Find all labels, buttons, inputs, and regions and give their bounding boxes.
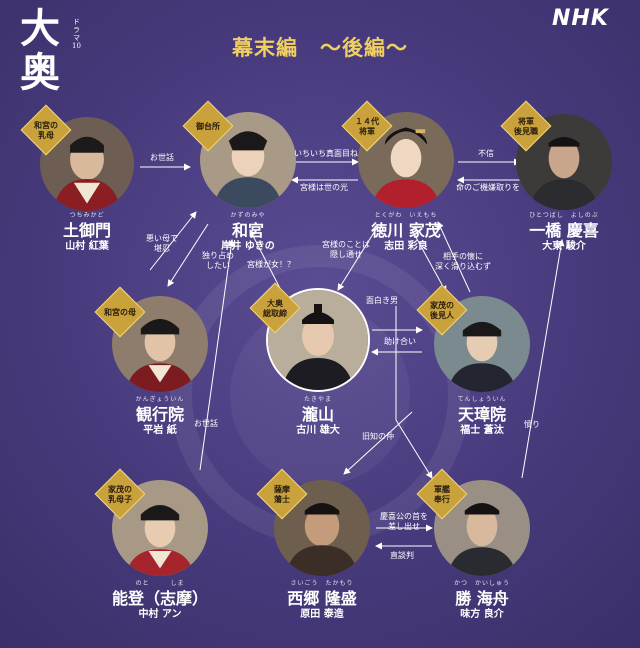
line-iemochi-takiyama — [337, 225, 379, 291]
rel-osewa-top: お世話 — [150, 153, 174, 162]
line-noto-kazunomiya — [199, 239, 235, 471]
ruby-tsuchimikado: つちみかど — [69, 212, 105, 219]
name-noto: 能登（志摩） — [111, 589, 208, 608]
badge-katsu-line2: 奉行 — [434, 494, 450, 504]
portrait-kangyoin — [112, 296, 208, 392]
badge-takiyama-line1: 大奥 — [267, 298, 283, 308]
badge-iemochi-line2: 将軍 — [359, 126, 375, 136]
actor-tenshoin: 福士 蒼汰 — [460, 425, 504, 436]
name-tsuchimikado: 土御門 — [62, 221, 111, 240]
badge-kazunomiya: 御台所 — [196, 121, 220, 131]
badge-saigo-line1: 薩摩 — [274, 484, 290, 494]
badge-tsuchimikado-line1: 和宮の — [34, 120, 58, 130]
rel-miyasama-onna: 宮様が女！？ — [247, 260, 295, 269]
badge-takiyama-line2: 総取締 — [263, 308, 287, 318]
ruby-saigo: さいごう たかもり — [290, 580, 354, 587]
actor-yoshinobu: 大東 駿介 — [542, 241, 586, 252]
badge-saigo-line2: 藩士 — [274, 494, 290, 504]
badge-iemochi-line1: １４代 — [355, 116, 379, 126]
line-katsu-yoshinobu — [521, 239, 565, 479]
name-kangyoin: 観行院 — [135, 405, 184, 424]
rel-aite-line1: 相手の懐に — [443, 252, 483, 261]
logo-dai: 大 — [20, 5, 60, 52]
badge-tenshoin-line1: 家茂の — [430, 300, 454, 310]
ruby-iemochi: とくがわ いえもち — [374, 212, 438, 219]
rel-warui-haha-line1: 悪い母で — [146, 234, 178, 243]
rel-aite-line2: 深く滑り込むず — [435, 262, 491, 271]
rel-kakushi-line2: 隠し通せ — [330, 250, 362, 259]
badge-yoshinobu-line1: 将軍 — [518, 116, 534, 126]
name-iemochi: 徳川 家茂 — [371, 221, 441, 240]
name-kazunomiya: 和宮 — [231, 221, 264, 240]
actor-takiyama: 古川 雄大 — [296, 425, 340, 436]
ruby-kangyoin: かんぎょういん — [135, 396, 185, 403]
line-tenshoin-saigo — [343, 411, 413, 475]
badge-tenshoin-line2: 後見人 — [430, 310, 454, 320]
portrait-tenshoin — [434, 296, 530, 392]
rel-osewa-noto: お世話 — [194, 419, 218, 428]
badge-yoshinobu-line2: 後見職 — [514, 126, 538, 136]
rel-warui-haha-line2: 堪忍 — [154, 244, 170, 253]
actor-tsuchimikado: 山村 紅葉 — [65, 241, 109, 252]
name-tenshoin: 天璋院 — [457, 405, 506, 424]
rel-jikidan: 直談判 — [390, 551, 414, 560]
line-kangyoin-kazunomiya-b — [167, 223, 209, 287]
actor-iemochi: 志田 彩良 — [384, 241, 428, 252]
page-title: 幕末編 〜後編〜 — [232, 35, 408, 60]
drama-label: ドラマ10 — [72, 18, 81, 50]
actor-kangyoin: 平岩 紙 — [143, 425, 177, 436]
badge-katsu-line1: 軍艦 — [434, 484, 450, 494]
actor-kazunomiya: 岸井 ゆきの — [221, 241, 275, 252]
name-yoshinobu: 一橋 慶喜 — [529, 221, 599, 240]
rel-ichiichi: いちいち真面目ね — [294, 149, 358, 158]
actor-katsu: 味方 良介 — [460, 609, 504, 620]
rel-keiki-kubi-line1: 慶喜公の首を — [380, 512, 428, 521]
rel-fushin: 不信 — [478, 149, 494, 158]
rel-tasukeai: 助け合い — [384, 337, 416, 346]
name-katsu: 勝 海舟 — [455, 589, 509, 608]
ruby-tenshoin: てんしょういん — [457, 396, 507, 403]
nhk-logo: NHK — [552, 6, 609, 31]
ruby-takiyama: たきやま — [303, 396, 332, 403]
actor-saigo: 原田 泰造 — [300, 609, 344, 620]
rel-hitorijime-line1: 独り占め — [202, 251, 234, 260]
badge-kangyoin: 和宮の母 — [104, 307, 136, 317]
badge-noto-line1: 家茂の — [108, 484, 132, 494]
rel-ikidori: 憤り — [524, 420, 540, 429]
rel-keiki-kubi-line2: 差し出せ — [388, 522, 420, 531]
ruby-katsu: かつ かいしゅう — [453, 580, 510, 587]
line-takiyama-katsu-2 — [395, 419, 433, 479]
name-saigo: 西郷 隆盛 — [287, 589, 357, 608]
actor-noto: 中村 アン — [138, 609, 182, 620]
rel-gokigen: 命のご機嫌取りを — [456, 183, 520, 192]
line-kangyoin-kazunomiya-a — [149, 211, 197, 271]
badge-noto-line2: 乳母子 — [108, 494, 132, 504]
rel-miyasama-hikari: 宮様は世の光 — [300, 183, 348, 192]
line-iemochi-tenshoin — [411, 229, 447, 293]
rel-kakushi-line1: 宮様のことは — [322, 240, 370, 249]
rel-hitorijime-line2: したい — [206, 261, 230, 270]
rel-omoshiroki: 面白き男 — [366, 296, 398, 305]
logo-oku: 奥 — [20, 49, 60, 96]
rel-kyuchi: 旧知の仲 — [362, 432, 394, 441]
line-tenshoin-iemochi — [437, 221, 471, 293]
name-takiyama: 瀧山 — [301, 405, 334, 424]
badge-tsuchimikado-line2: 乳母 — [38, 130, 54, 140]
ruby-noto: のと しま — [135, 580, 185, 587]
ruby-yoshinobu: ひとつばし よしのぶ — [529, 212, 599, 219]
ruby-kazunomiya: かずのみや — [230, 212, 266, 219]
portrait-tsuchimikado — [40, 117, 134, 211]
